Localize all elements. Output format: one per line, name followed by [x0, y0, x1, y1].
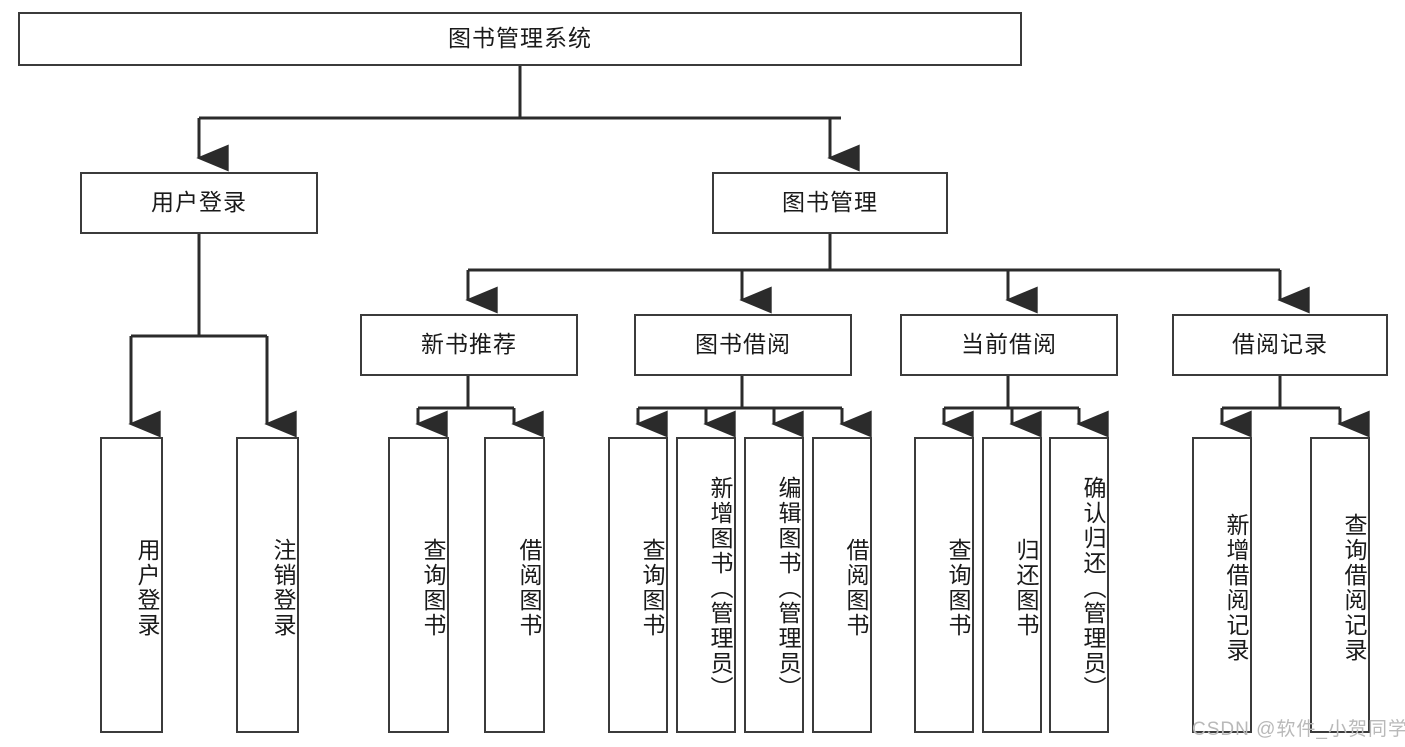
- node-leaf-logout[interactable]: 注销登录: [236, 437, 299, 733]
- node-borrow-record-label: 借阅记录: [1232, 331, 1328, 358]
- node-leaf-add-book-admin-label: 新增图书（管理员）: [707, 475, 733, 701]
- node-leaf-add-borrow-record-label: 新增借阅记录: [1223, 513, 1249, 663]
- node-current-borrow[interactable]: 当前借阅: [900, 314, 1118, 376]
- node-leaf-newbook-query-book-label: 查询图书: [420, 538, 446, 638]
- node-user-login-label: 用户登录: [151, 189, 247, 216]
- node-current-borrow-label: 当前借阅: [961, 331, 1057, 358]
- node-leaf-borrow-query-book[interactable]: 查询图书: [608, 437, 668, 733]
- node-leaf-add-book-admin[interactable]: 新增图书（管理员）: [676, 437, 736, 733]
- node-book-manage-label: 图书管理: [782, 189, 878, 216]
- node-leaf-borrow-query-book-label: 查询图书: [639, 538, 665, 638]
- node-leaf-edit-book-admin-label: 编辑图书（管理员）: [775, 475, 801, 701]
- node-leaf-borrow-book[interactable]: 借阅图书: [812, 437, 872, 733]
- node-leaf-return-book-label: 归还图书: [1013, 538, 1039, 638]
- node-leaf-newbook-borrow-book[interactable]: 借阅图书: [484, 437, 545, 733]
- node-leaf-add-borrow-record[interactable]: 新增借阅记录: [1192, 437, 1252, 733]
- node-book-manage[interactable]: 图书管理: [712, 172, 948, 234]
- node-leaf-logout-label: 注销登录: [270, 538, 296, 638]
- node-book-borrow[interactable]: 图书借阅: [634, 314, 852, 376]
- node-leaf-newbook-borrow-book-label: 借阅图书: [516, 538, 542, 638]
- node-new-book-recommend[interactable]: 新书推荐: [360, 314, 578, 376]
- node-root-label: 图书管理系统: [448, 25, 592, 52]
- node-leaf-query-borrow-record-label: 查询借阅记录: [1341, 513, 1367, 663]
- node-leaf-confirm-return-admin-label: 确认归还（管理员）: [1080, 475, 1106, 701]
- node-leaf-user-login-label: 用户登录: [134, 538, 160, 638]
- node-root[interactable]: 图书管理系统: [18, 12, 1022, 66]
- node-user-login[interactable]: 用户登录: [80, 172, 318, 234]
- node-new-book-recommend-label: 新书推荐: [421, 331, 517, 358]
- node-leaf-user-login[interactable]: 用户登录: [100, 437, 163, 733]
- node-leaf-confirm-return-admin[interactable]: 确认归还（管理员）: [1049, 437, 1109, 733]
- node-leaf-newbook-query-book[interactable]: 查询图书: [388, 437, 449, 733]
- node-leaf-edit-book-admin[interactable]: 编辑图书（管理员）: [744, 437, 804, 733]
- node-borrow-record[interactable]: 借阅记录: [1172, 314, 1388, 376]
- node-leaf-borrow-book-label: 借阅图书: [843, 538, 869, 638]
- node-leaf-query-borrow-record[interactable]: 查询借阅记录: [1310, 437, 1370, 733]
- node-leaf-current-query-book[interactable]: 查询图书: [914, 437, 974, 733]
- node-book-borrow-label: 图书借阅: [695, 331, 791, 358]
- node-leaf-return-book[interactable]: 归还图书: [982, 437, 1042, 733]
- node-leaf-current-query-book-label: 查询图书: [945, 538, 971, 638]
